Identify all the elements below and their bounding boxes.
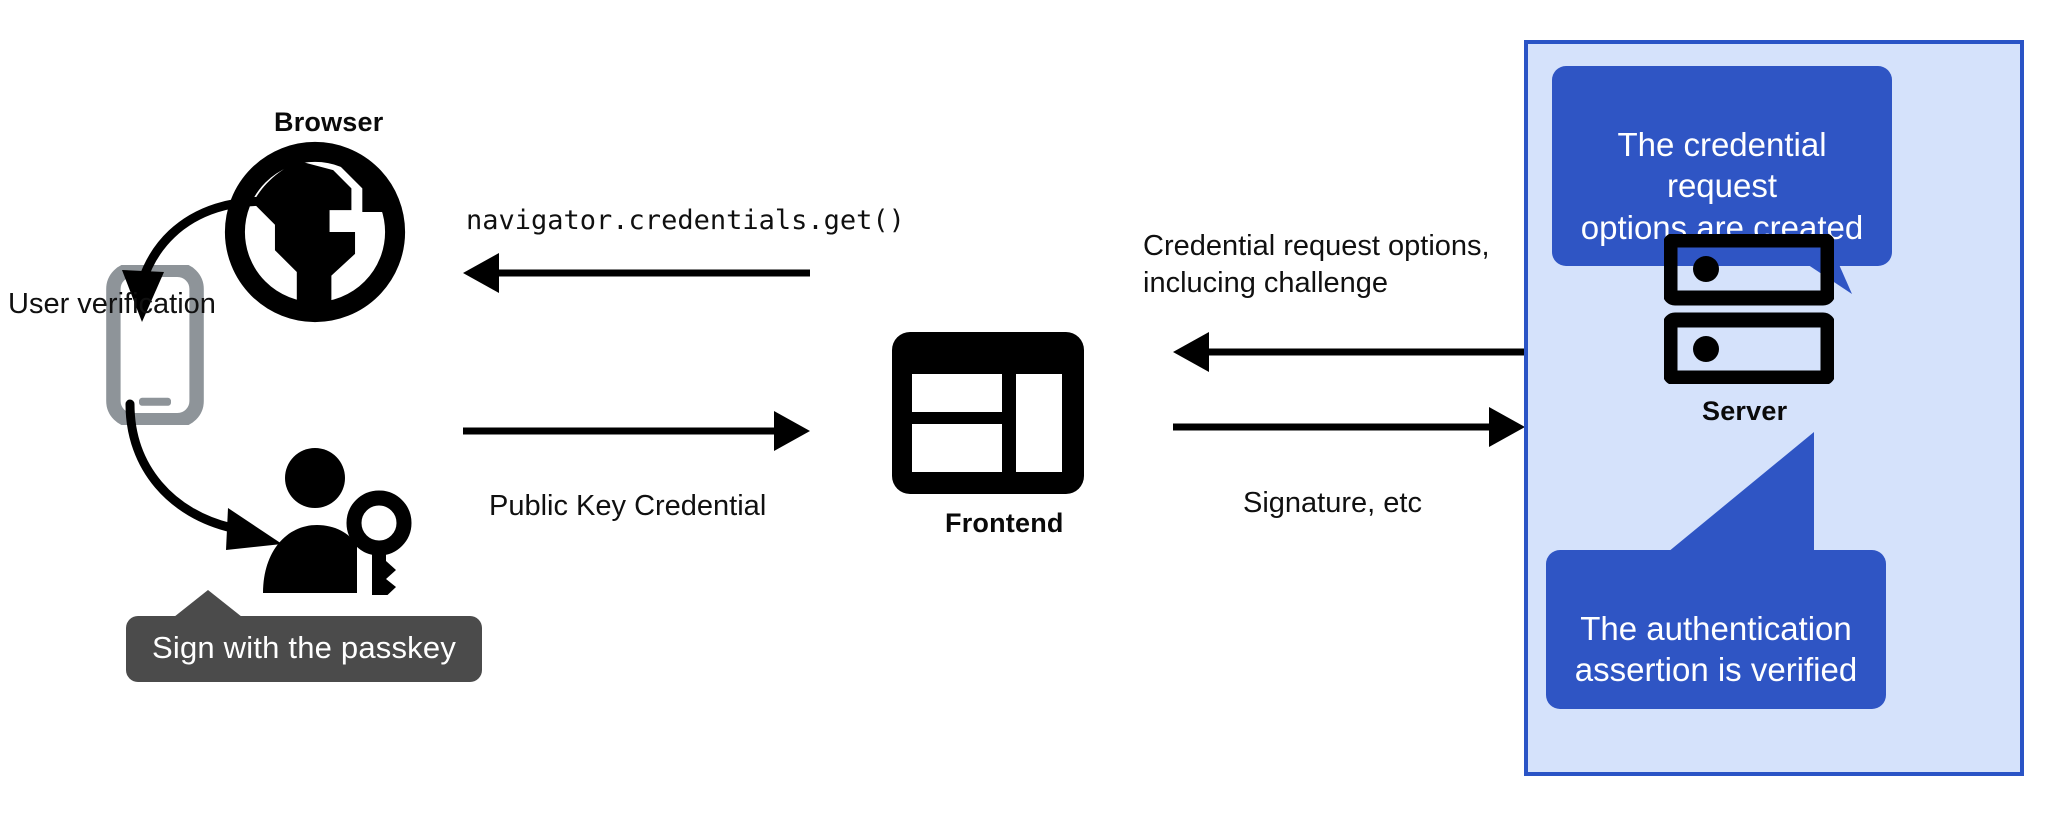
arrow-shaft <box>463 427 777 435</box>
arrow-head-left-icon <box>1173 332 1209 372</box>
frontend-to-server-arrow <box>1173 406 1525 448</box>
bottom-callout-tail-icon <box>1668 432 1814 552</box>
browser-to-phone-arrow-icon <box>122 196 323 322</box>
server-rack-icon <box>1664 234 1834 384</box>
browser-to-frontend-arrow <box>463 410 810 452</box>
globe-icon <box>224 141 406 323</box>
phone-to-user-arrow-icon <box>125 399 282 550</box>
mobile-phone-icon <box>106 265 204 425</box>
public-key-credential-label: Public Key Credential <box>489 490 767 522</box>
top-callout-text: The credential request options are creat… <box>1580 125 1864 246</box>
arrow-head-right-icon <box>774 411 810 451</box>
bottom-callout-text: The authentication assertion is verified <box>1574 609 1858 689</box>
server-label: Server <box>1702 396 1788 426</box>
top-callout: The credential request options are creat… <box>1552 66 1892 267</box>
signature-etc-label: Signature, etc <box>1243 487 1422 519</box>
arrow-head-left-icon <box>463 253 499 293</box>
sign-with-passkey-text: Sign with the passkey <box>152 630 457 665</box>
navigator-credentials-get-label: navigator.credentials.get() <box>466 205 905 236</box>
arrow-shaft <box>1173 423 1492 431</box>
tooltip-pointer-icon <box>174 590 242 617</box>
server-to-frontend-arrow <box>1173 331 1525 373</box>
user-verification-label: User verification <box>8 288 216 320</box>
credential-request-options-label: Credential request options, inclucing ch… <box>1143 230 1490 300</box>
bottom-callout: The authentication assertion is verified <box>1546 550 1886 709</box>
arrow-shaft <box>496 269 810 277</box>
frontend-to-browser-arrow <box>463 252 810 294</box>
frontend-label: Frontend <box>945 508 1064 538</box>
sign-with-passkey-tooltip: Sign with the passkey <box>126 590 483 682</box>
server-panel: The credential request options are creat… <box>1524 40 2024 776</box>
dashboard-window-icon <box>892 332 1084 494</box>
arrow-shaft <box>1206 348 1525 356</box>
arrow-head-right-icon <box>1489 407 1525 447</box>
person-with-key-icon <box>263 448 412 595</box>
browser-label: Browser <box>274 107 384 137</box>
